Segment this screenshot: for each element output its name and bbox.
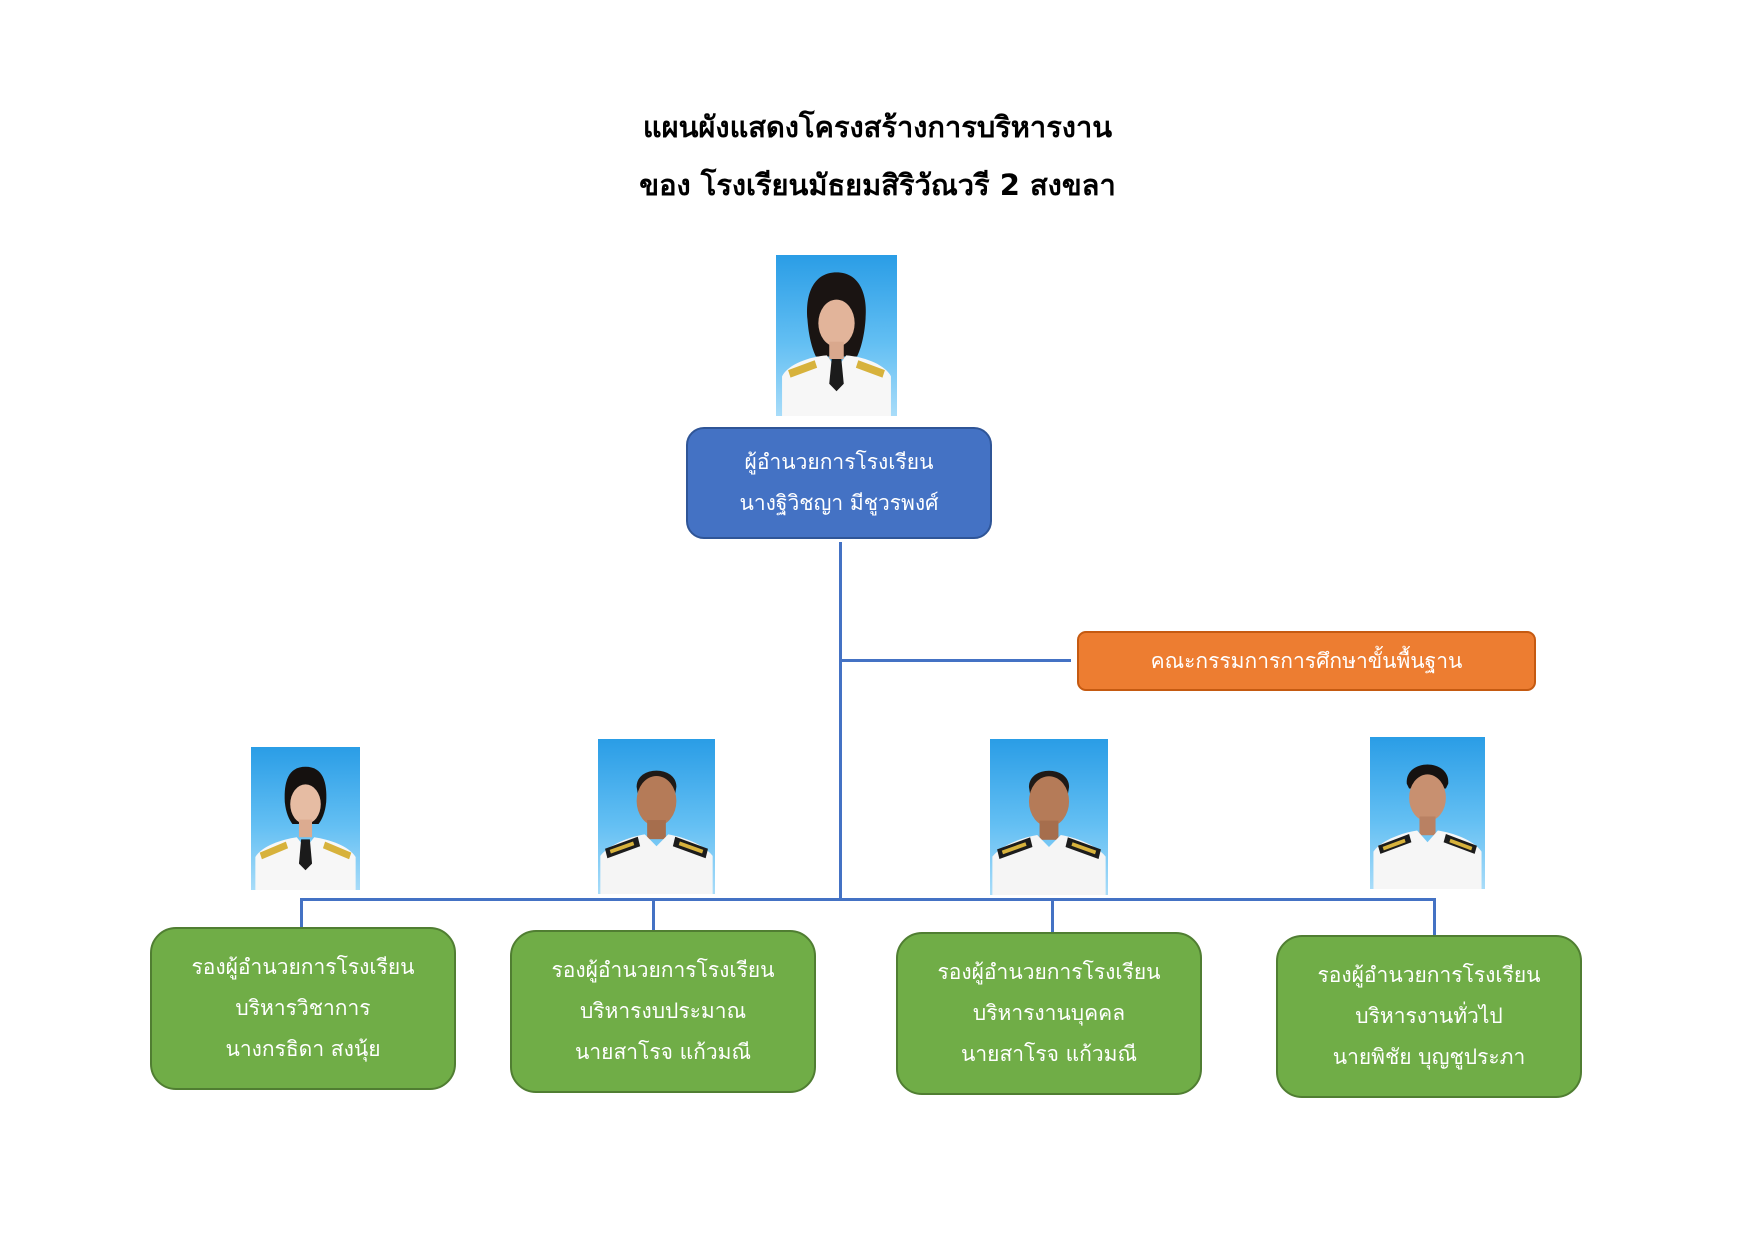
deputy-4-position: รองผู้อำนวยการโรงเรียน <box>1317 963 1541 987</box>
deputy-2-name: นายสาโรจ แก้วมณี <box>575 1040 751 1064</box>
deputy-1-division: บริหารวิชาการ <box>235 996 371 1020</box>
deputy-1-position: รองผู้อำนวยการโรงเรียน <box>191 955 415 979</box>
deputy-3-division: บริหารงานบุคคล <box>972 1001 1126 1025</box>
deputy-1-box: รองผู้อำนวยการโรงเรียน บริหารวิชาการ นาง… <box>150 927 456 1090</box>
deputy-2-drop-line <box>652 899 655 933</box>
director-box: ผู้อำนวยการโรงเรียน นางฐิวิชญา มีชูวรพงศ… <box>686 427 992 539</box>
deputy-3-name: นายสาโรจ แก้วมณี <box>961 1042 1137 1066</box>
deputy-2-position: รองผู้อำนวยการโรงเรียน <box>551 958 775 982</box>
deputy-2-division: บริหารงบประมาณ <box>579 999 747 1023</box>
committee-connector-line <box>840 659 1071 662</box>
deputy-1-drop-line <box>300 899 303 930</box>
deputy-4-division: บริหารงานทั่วไป <box>1355 1004 1503 1028</box>
director-trunk-line <box>839 542 842 900</box>
deputy-2-box: รองผู้อำนวยการโรงเรียน บริหารงบประมาณ นา… <box>510 930 816 1093</box>
committee-label: คณะกรรมการการศึกษาขั้นพื้นฐาน <box>1150 648 1463 673</box>
chart-subtitle: ของ โรงเรียนมัธยมสิริวัณวรี 2 สงขลา <box>639 168 1116 202</box>
deputy-2-photo <box>598 739 715 894</box>
deputy-1-name: นางกรธิดา สงนุ้ย <box>225 1037 381 1061</box>
director-position: ผู้อำนวยการโรงเรียน <box>744 450 934 474</box>
deputy-1-photo <box>251 747 360 890</box>
deputy-3-photo <box>990 739 1108 895</box>
deputy-3-position: รองผู้อำนวยการโรงเรียน <box>937 960 1161 984</box>
deputy-4-box: รองผู้อำนวยการโรงเรียน บริหารงานทั่วไป น… <box>1276 935 1582 1098</box>
deputy-4-name: นายพิชัย บุญชูประภา <box>1332 1045 1526 1069</box>
deputies-bus-line <box>300 898 1436 901</box>
deputy-3-box: รองผู้อำนวยการโรงเรียน บริหารงานบุคคล นา… <box>896 932 1202 1095</box>
director-photo <box>776 255 897 416</box>
chart-title: แผนผังแสดงโครงสร้างการบริหารงาน <box>642 110 1113 144</box>
deputy-4-drop-line <box>1433 899 1436 937</box>
deputy-3-drop-line <box>1051 899 1054 934</box>
deputy-4-photo <box>1370 737 1485 889</box>
committee-box: คณะกรรมการการศึกษาขั้นพื้นฐาน <box>1077 631 1536 691</box>
director-name: นางฐิวิชญา มีชูวรพงศ์ <box>739 491 939 515</box>
